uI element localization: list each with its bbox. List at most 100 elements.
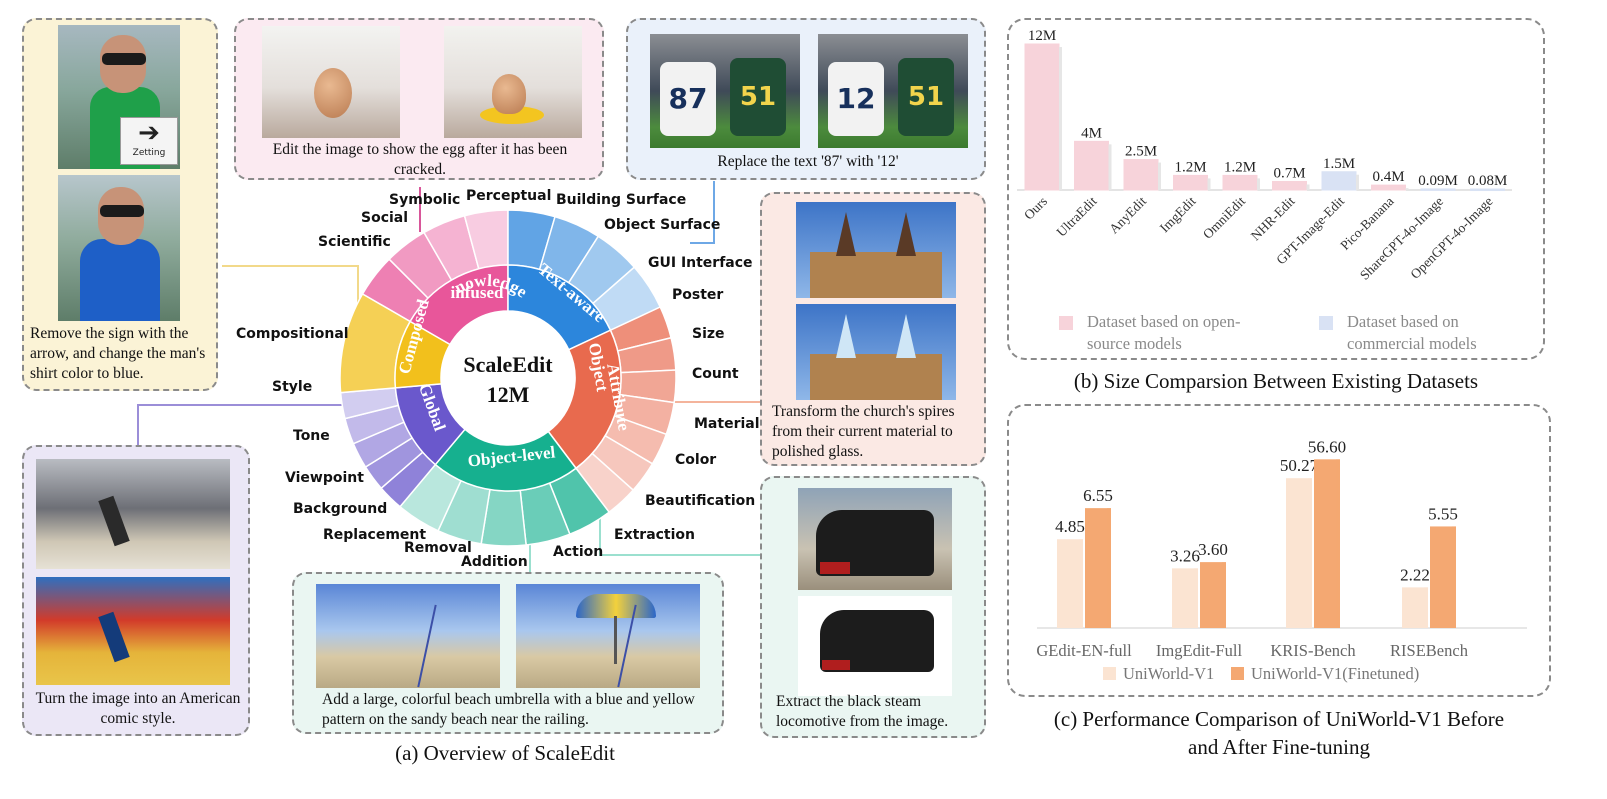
size-category-label: ImgEdit [1157,193,1199,235]
size-bar [1173,174,1208,191]
attribute-caption: Transform the church's spires from their… [772,403,955,460]
size-bar-label: 1.2M [1224,159,1256,175]
performance-category-label: KRIS-Bench [1270,641,1356,660]
performance-bar-finetuned [1314,459,1340,628]
size-category-label: AnyEdit [1106,193,1149,236]
church-after-image [796,304,956,400]
legend-swatch-open [1059,316,1073,330]
size-bar [1123,159,1159,191]
composed-caption: Remove the sign with the arrow, and chan… [30,325,206,382]
connector-composed [222,265,359,330]
subtask-scientific: Scientific [318,234,391,250]
subtask-replacement: Replacement [323,527,427,543]
subtask-compositional: Compositional [236,326,349,342]
subtask-action: Action [553,544,604,560]
umbrella-pole [614,616,617,664]
performance-legend-swatch [1103,667,1116,680]
subtask-count: Count [692,366,739,382]
dancer [98,495,130,547]
railing [417,604,437,688]
performance-bar-base [1057,539,1083,628]
performance-bar-edge [1336,459,1340,628]
cracked-egg [492,74,526,114]
performance-bar-base [1286,478,1312,628]
locomotive-after-image [798,596,952,696]
subtask-social: Social [361,210,409,226]
performance-chart-caption: (c) Performance Comparison of UniWorld-V… [1007,705,1551,761]
beach-before-image [316,584,500,688]
size-category-label: Ours [1021,194,1050,223]
size-bar-label: 0.4M [1372,169,1404,185]
egg-after-image [444,26,582,138]
arrow-sign: ➔ Zetting [120,117,178,165]
performance-chart-card [1007,404,1551,697]
subtask-addition: Addition [461,554,528,570]
overview-caption: (a) Overview of ScaleEdit [395,741,615,765]
dancer-before-image [36,459,230,569]
size-bar-label: 1.5M [1323,156,1355,172]
performance-legend-label: UniWorld-V1 [1123,664,1214,683]
subtask-color: Color [675,452,717,468]
subtask-removal: Removal [404,540,472,556]
locomotive-buffer [820,562,850,574]
performance-bar-edge [1107,508,1111,628]
size-bar-label: 2.5M [1125,144,1157,160]
size-category-label: UltraEdit [1053,193,1099,239]
size-bar [1024,43,1060,191]
comic-dancer [98,611,130,663]
size-bar-shadow [1158,162,1161,190]
connector-global [137,404,345,445]
glass-spire-left [836,314,856,358]
church-body [810,354,942,400]
subtask-gui-interface: GUI Interface [648,255,753,271]
subtask-poster: Poster [672,287,724,303]
example-card-text: 87 51 12 51 Replace the text '87' with '… [626,18,986,180]
size-bar-shadow [1207,178,1211,190]
egg-before-image [262,26,400,138]
wheel-center-title: ScaleEdit [463,352,553,377]
performance-legend-swatch [1231,667,1244,680]
size-category-label: OpenGPT-4o-Image [1407,194,1495,282]
performance-bar-edge [1079,539,1083,628]
subtask-background: Background [293,501,388,517]
size-category-label: NHR-Edit [1248,193,1298,243]
knowledge-caption: Edit the image to show the egg after it … [272,141,568,178]
size-bar [1074,140,1109,191]
performance-bar-label: 4.85 [1055,517,1085,536]
size-bar-label: 1.2M [1174,159,1206,175]
size-bar [1222,174,1258,191]
yolk [480,106,544,124]
example-card-global: Turn the image into an American comic st… [22,445,250,736]
performance-bar-finetuned [1430,526,1456,628]
example-card-composed: ➔ Zetting Remove the sign with the arrow… [22,18,218,391]
size-chart-caption: (b) Size Comparsion Between Existing Dat… [1073,369,1479,393]
performance-bar-label: 5.55 [1428,504,1458,523]
wheel-center [441,311,575,445]
object-caption: Add a large, colorful beach umbrella wit… [322,691,695,728]
subtask-symbolic: Symbolic [389,192,461,208]
size-bar-label: 0.7M [1273,165,1305,181]
text-caption: Replace the text '87' with '12' [717,153,899,170]
size-bar-shadow [1405,188,1409,190]
subtask-tone: Tone [293,428,330,444]
arrow-right-icon: ➔ [138,118,160,148]
legend-swatch-commercial [1319,316,1333,330]
church-body [810,252,942,298]
subtask-object-surface: Object Surface [604,217,721,233]
size-bar-shadow [1108,144,1112,190]
performance-bar-edge [1222,562,1226,628]
football-after-image: 12 51 [818,34,968,148]
size-category-label: OmniEdit [1200,193,1248,241]
performance-bar-label: 3.26 [1170,546,1200,565]
connector-extraction [599,505,762,556]
performance-category-label: ImgEdit-Full [1156,641,1243,660]
legend-label-open: Dataset based on open- [1087,312,1241,331]
jersey-number-51: 51 [898,58,954,136]
performance-comparison-chart: 4.856.55GEdit-EN-full3.263.60ImgEdit-Ful… [1036,437,1527,683]
performance-bar-label: 2.22 [1400,565,1430,584]
connector-text [690,181,715,244]
size-bar [1272,180,1307,191]
extraction-caption: Extract the black steam locomotive from … [776,693,949,730]
legend-label-open-cont: source models [1087,334,1182,353]
size-bar-shadow [1059,47,1062,190]
